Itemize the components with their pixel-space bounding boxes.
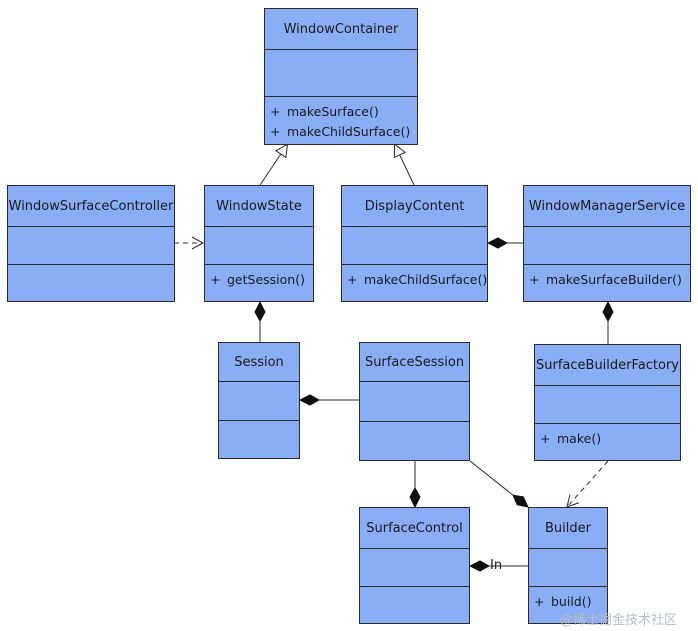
class-windowsurfacecontroller: WindowSurfaceController xyxy=(7,185,175,302)
attributes-section xyxy=(524,226,690,264)
composition-surfacesession-builder xyxy=(469,460,528,507)
attributes-section xyxy=(535,385,680,423)
class-name: Builder xyxy=(545,520,591,536)
class-surfacebuilderfactory: SurfaceBuilderFactory +make() xyxy=(534,344,681,461)
operation-item: +getSession() xyxy=(210,272,305,287)
generalization-displaycontent-to-windowcontainer xyxy=(395,145,415,186)
relation-label-in: In xyxy=(490,558,503,573)
attributes-section xyxy=(360,548,469,586)
operations-section xyxy=(360,421,469,460)
operation-item: +makeChildSurface() xyxy=(270,124,411,139)
class-surfacesession: SurfaceSession xyxy=(359,342,470,461)
operations-section: +makeSurfaceBuilder() xyxy=(524,264,690,301)
operations-section: +build() xyxy=(529,586,607,623)
class-name: SurfaceSession xyxy=(364,354,465,370)
class-name: WindowManagerService xyxy=(528,198,686,214)
attributes-section xyxy=(342,226,487,264)
operation-item: +makeChildSurface() xyxy=(347,272,488,287)
class-session: Session xyxy=(218,342,300,459)
generalization-windowstate-to-windowcontainer xyxy=(259,145,287,186)
class-name: WindowState xyxy=(216,198,302,214)
class-name: DisplayContent xyxy=(364,198,465,214)
attributes-section xyxy=(360,381,469,421)
operations-section: +getSession() xyxy=(205,264,313,301)
operations-section: +makeSurface() +makeChildSurface() xyxy=(265,96,417,144)
operation-item: +makeSurfaceBuilder() xyxy=(529,272,682,287)
attributes-section xyxy=(8,226,174,264)
operation-item: +makeSurface() xyxy=(270,104,379,119)
operation-item: +build() xyxy=(534,594,592,609)
class-windowstate: WindowState +getSession() xyxy=(204,185,314,302)
operations-section xyxy=(360,586,469,623)
dependency-factory-builder xyxy=(566,460,609,508)
class-windowmanagerservice: WindowManagerService +makeSurfaceBuilder… xyxy=(523,185,691,302)
class-name: WindowContainer xyxy=(283,21,399,37)
class-name: SurfaceBuilderFactory xyxy=(536,357,679,373)
class-surfacecontrol: SurfaceControl xyxy=(359,507,470,624)
class-name: Session xyxy=(234,354,284,370)
class-name: WindowSurfaceController xyxy=(8,198,174,214)
operations-section xyxy=(219,420,299,458)
attributes-section xyxy=(205,226,313,264)
operation-item: +make() xyxy=(540,431,602,446)
class-name: SurfaceControl xyxy=(366,520,463,536)
class-windowcontainer: WindowContainer +makeSurface() +makeChil… xyxy=(264,8,418,145)
class-displaycontent: DisplayContent +makeChildSurface() xyxy=(341,185,488,302)
attributes-section xyxy=(265,49,417,96)
watermark: @稀土掘金技术社区 xyxy=(560,613,678,628)
attributes-section xyxy=(219,381,299,420)
attributes-section xyxy=(529,548,607,586)
operations-section xyxy=(8,264,174,301)
operations-section: +make() xyxy=(535,423,680,460)
operations-section: +makeChildSurface() xyxy=(342,264,487,301)
class-builder: Builder +build() xyxy=(528,507,608,624)
